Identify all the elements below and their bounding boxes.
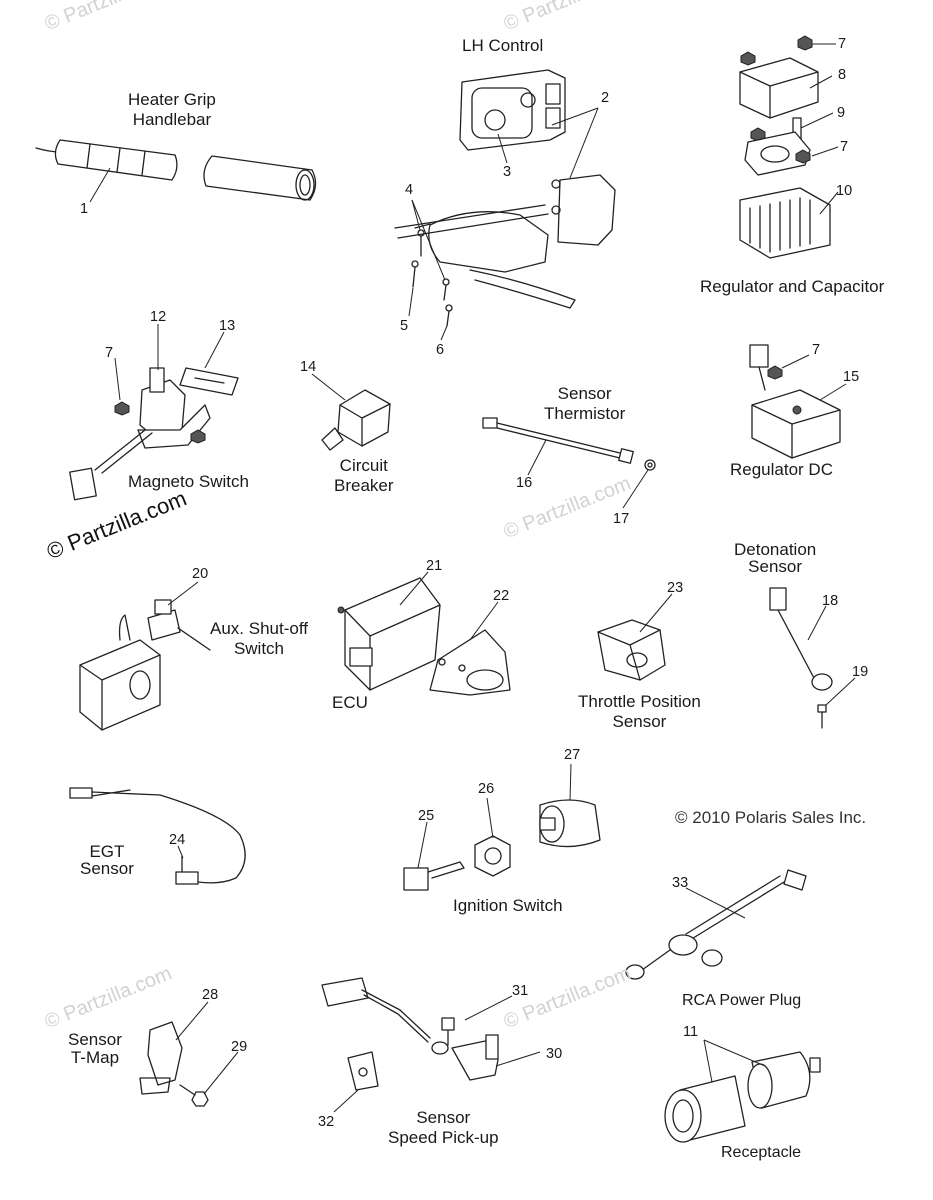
callout-26: 26 (478, 781, 495, 797)
callout-11: 11 (683, 1024, 699, 1040)
receptacle-part (664, 1051, 821, 1143)
circuit-breaker-part (321, 389, 391, 451)
detonation-sensor-part (769, 587, 833, 729)
callout-30: 30 (546, 1046, 563, 1062)
label-sensor-thermistor-line2: Thermistor (544, 404, 626, 423)
callout-14: 14 (300, 359, 317, 375)
callout-7b: 7 (840, 139, 849, 155)
label-circuit-breaker: Circuit Breaker (334, 456, 394, 496)
label-tps-line1: Throttle Position (578, 692, 701, 711)
sensor-thermistor-part (482, 417, 656, 471)
callout-3: 3 (503, 164, 512, 180)
callout-4: 4 (405, 182, 414, 198)
callout-21: 21 (426, 558, 443, 574)
label-aux-shutoff-line2: Switch (233, 639, 285, 658)
sensor-tmap-part (139, 1021, 209, 1107)
callout-20: 20 (192, 566, 209, 582)
label-detonation-sensor-line2: Sensor (748, 557, 803, 576)
label-tps-line2: Sensor (612, 712, 667, 731)
callout-5: 5 (400, 318, 409, 334)
heater-grip-part (35, 139, 317, 201)
tps-part (597, 619, 666, 681)
label-regulator-dc: Regulator DC (730, 460, 833, 479)
callout-7c: 7 (105, 345, 114, 361)
callout-12: 12 (150, 309, 167, 325)
regulator-dc-part (749, 344, 841, 459)
label-speed-pickup: Sensor Speed Pick-up (388, 1108, 499, 1148)
label-ecu: ECU (332, 693, 368, 712)
callout-13: 13 (219, 318, 236, 334)
label-speed-pickup-line1: Sensor (416, 1108, 471, 1127)
callout-15: 15 (843, 369, 860, 385)
callout-7a: 7 (838, 36, 847, 52)
label-magneto-switch: Magneto Switch (128, 472, 249, 491)
label-heater-grip-line1: Heater Grip (128, 90, 216, 109)
label-sensor-tmap-line2: T-Map (70, 1048, 120, 1067)
lh-control-part (394, 69, 616, 327)
callout-29: 29 (231, 1039, 248, 1055)
label-sensor-thermistor-line1: Sensor (557, 384, 612, 403)
magneto-switch-part (69, 367, 239, 501)
callout-23: 23 (667, 580, 684, 596)
callout-9: 9 (837, 105, 846, 121)
label-aux-shutoff: Aux. Shut-off Switch (210, 619, 308, 659)
label-circuit-breaker-line2: Breaker (334, 476, 394, 495)
label-rca-plug: RCA Power Plug (682, 992, 802, 1009)
callout-16: 16 (516, 475, 533, 491)
callout-2: 2 (601, 90, 610, 106)
callout-22: 22 (493, 588, 510, 604)
callout-24: 24 (169, 832, 186, 848)
label-speed-pickup-line2: Speed Pick-up (388, 1128, 499, 1147)
aux-shutoff-part (79, 599, 211, 731)
label-egt-sensor-line1: EGT (89, 842, 125, 861)
label-tps: Throttle Position Sensor (578, 692, 701, 732)
label-sensor-tmap: Sensor T-Map (68, 1031, 122, 1067)
callout-10: 10 (836, 183, 853, 199)
callout-18: 18 (822, 593, 839, 609)
copyright-notice: © 2010 Polaris Sales Inc. (675, 808, 867, 827)
callout-7d: 7 (812, 342, 821, 358)
callout-8: 8 (838, 67, 847, 83)
callout-33: 33 (672, 875, 689, 891)
label-heater-grip-line2: Handlebar (132, 110, 212, 129)
label-lh-control: LH Control (462, 36, 544, 55)
speed-pickup-part (321, 977, 499, 1091)
callout-31: 31 (512, 983, 529, 999)
label-aux-shutoff-line1: Aux. Shut-off (210, 619, 308, 638)
callout-28: 28 (202, 987, 219, 1003)
callout-25: 25 (418, 808, 435, 824)
label-receptacle: Receptacle (721, 1144, 802, 1161)
callout-6: 6 (436, 342, 445, 358)
label-heater-grip: Heater Grip Handlebar (128, 90, 216, 130)
label-sensor-tmap-line1: Sensor (68, 1030, 122, 1049)
rca-plug-part (625, 869, 807, 980)
label-egt-sensor-line2: Sensor (80, 859, 134, 878)
label-regulator-capacitor: Regulator and Capacitor (700, 277, 885, 296)
label-egt-sensor: EGT Sensor (80, 843, 134, 877)
label-detonation-sensor: Detonation Sensor (734, 541, 816, 575)
ignition-switch-part (403, 799, 601, 891)
label-detonation-sensor-line1: Detonation (734, 540, 817, 559)
regulator-capacitor-part (739, 35, 831, 259)
ecu-part (337, 577, 511, 696)
label-sensor-thermistor: Sensor Thermistor (544, 384, 625, 424)
callout-1: 1 (80, 201, 89, 217)
label-ignition-switch: Ignition Switch (453, 896, 563, 915)
callout-27: 27 (564, 747, 581, 763)
callout-32: 32 (318, 1114, 335, 1130)
callout-17: 17 (613, 511, 630, 527)
egt-sensor-part (69, 787, 246, 885)
label-circuit-breaker-line1: Circuit (339, 456, 388, 475)
callout-19: 19 (852, 664, 869, 680)
leader-lines (89, 43, 856, 1113)
